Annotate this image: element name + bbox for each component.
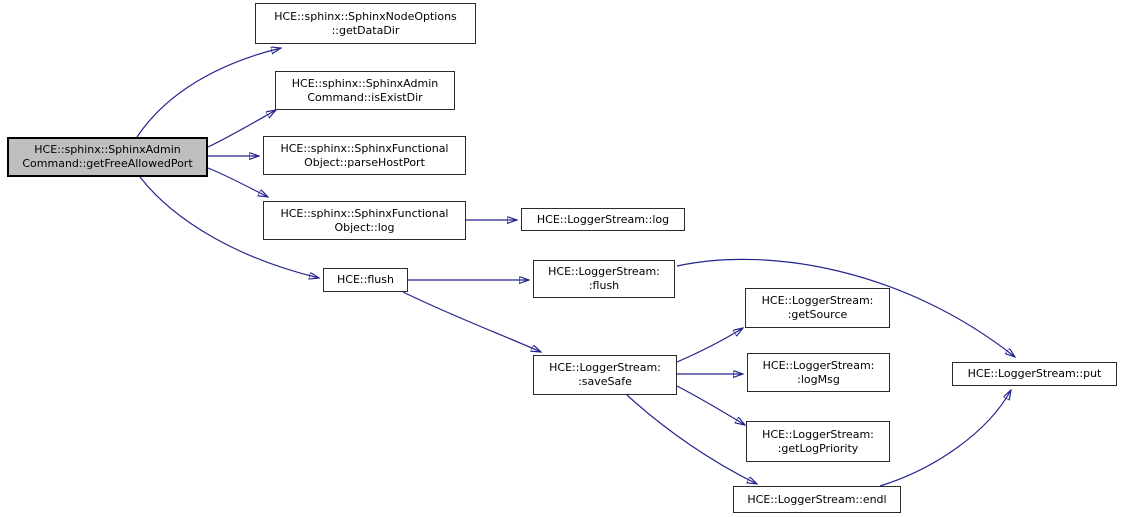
node-flush[interactable]: HCE::flush <box>323 268 408 292</box>
edge-endl-put <box>879 390 1011 487</box>
edge-getFreeAllowedPort-getDataDir <box>136 48 281 138</box>
edge-saveSafe-endl <box>626 394 757 484</box>
edge-loggerStreamFlush-put <box>676 258 1015 357</box>
node-endl[interactable]: HCE::LoggerStream::endl <box>733 486 901 513</box>
node-logMsg[interactable]: HCE::LoggerStream: :logMsg <box>747 353 890 392</box>
node-getLogPriority[interactable]: HCE::LoggerStream: :getLogPriority <box>746 421 890 462</box>
node-isExistDir[interactable]: HCE::sphinx::SphinxAdmin Command::isExis… <box>275 71 455 110</box>
edge-saveSafe-getLogPriority <box>676 385 745 425</box>
node-put[interactable]: HCE::LoggerStream::put <box>952 362 1117 386</box>
node-getDataDir[interactable]: HCE::sphinx::SphinxNodeOptions ::getData… <box>255 3 476 44</box>
edge-flush-saveSafe <box>402 291 541 352</box>
edge-getFreeAllowedPort-sphinxObjectLog <box>207 167 268 197</box>
node-getSource[interactable]: HCE::LoggerStream: :getSource <box>745 288 890 328</box>
edge-getFreeAllowedPort-flush <box>139 176 319 278</box>
edge-saveSafe-getSource <box>676 328 743 363</box>
node-getFreeAllowedPort: HCE::sphinx::SphinxAdmin Command::getFre… <box>7 137 208 177</box>
node-loggerStreamLog[interactable]: HCE::LoggerStream::log <box>521 208 685 231</box>
node-loggerStreamFlush[interactable]: HCE::LoggerStream: :flush <box>533 260 675 298</box>
node-parseHostPort[interactable]: HCE::sphinx::SphinxFunctional Object::pa… <box>263 136 466 175</box>
node-saveSafe[interactable]: HCE::LoggerStream: :saveSafe <box>533 355 677 395</box>
node-sphinxObjectLog[interactable]: HCE::sphinx::SphinxFunctional Object::lo… <box>263 201 466 240</box>
edge-getFreeAllowedPort-isExistDir <box>207 110 276 148</box>
